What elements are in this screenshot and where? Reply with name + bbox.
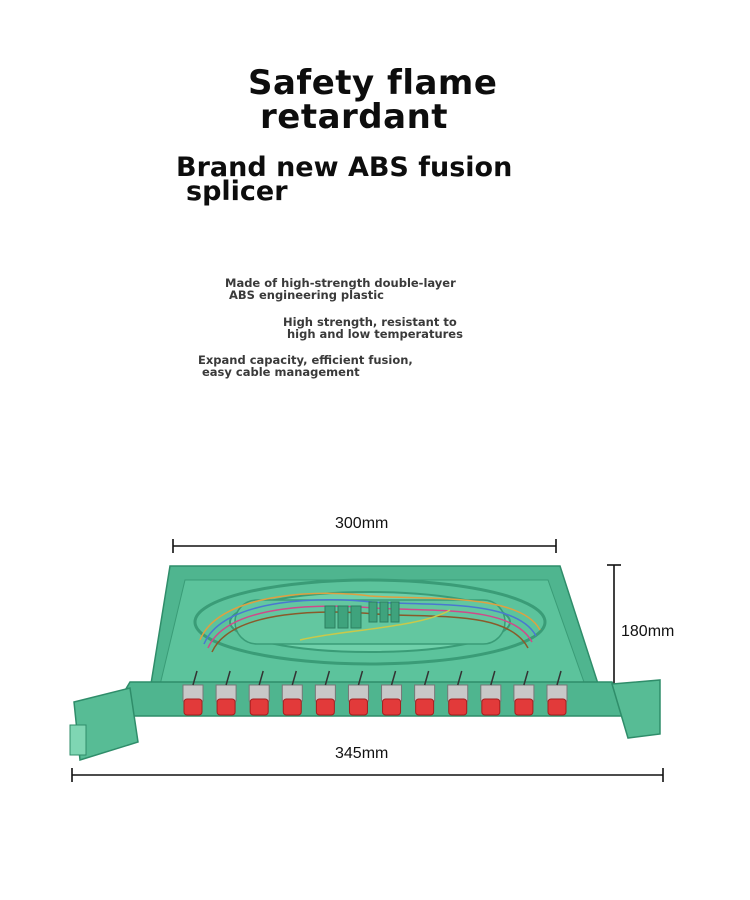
dimension-line-width-total [71,768,664,782]
feature-2-line-2: high and low temperatures [287,327,463,341]
fc-adapter [546,670,568,716]
feature-2: High strength, resistant to high and low… [283,316,463,340]
adapter-row [182,670,568,716]
fc-adapter [347,670,369,716]
dimension-width-inner-label: 300mm [335,515,389,532]
fc-adapter [248,670,270,716]
fc-adapter [215,670,237,716]
subheadline-line-2: splicer [186,176,288,207]
fc-adapter [447,670,469,716]
dimension-line-width-inner [172,539,557,553]
dimension-height-label: 180mm [621,623,675,640]
fc-adapter [414,670,436,716]
fc-adapter [513,670,535,716]
dimension-width-total-label: 345mm [335,745,389,762]
fc-adapter [281,670,303,716]
feature-1-line-2: ABS engineering plastic [229,288,384,302]
fc-adapter [381,670,403,716]
feature-1-line-1: Made of high-strength double-layer [225,276,456,290]
feature-3: Expand capacity, efficient fusion, easy … [198,354,413,378]
headline-line-1: Safety flame [248,63,498,103]
fc-adapter [182,670,204,716]
feature-3-line-1: Expand capacity, efficient fusion, [198,353,413,367]
feature-3-line-2: easy cable management [202,365,360,379]
headline-line-2: retardant [260,97,449,137]
feature-1: Made of high-strength double-layer ABS e… [225,277,456,301]
feature-2-line-1: High strength, resistant to [283,315,457,329]
fc-adapter [480,670,502,716]
splice-tray [69,565,661,761]
fc-adapter [314,670,336,716]
subheadline-line-1: Brand new ABS fusion [176,152,513,183]
dimension-line-height [607,564,621,688]
